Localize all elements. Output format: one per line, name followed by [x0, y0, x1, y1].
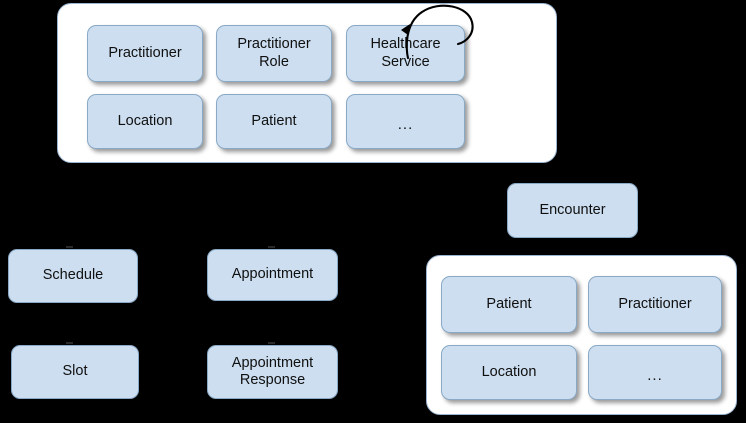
node-label: ... [397, 116, 414, 134]
node-encounter[interactable]: Encounter [507, 183, 638, 238]
node-patient[interactable]: Patient [216, 94, 332, 149]
connector-stub-appointment [268, 246, 275, 248]
connector-stub-schedule [66, 246, 73, 248]
node-label: Practitioner [108, 44, 182, 61]
node-more[interactable]: ... [346, 94, 465, 149]
node-healthcare-service[interactable]: Healthcare Service [346, 25, 465, 82]
node-encounter-patient[interactable]: Patient [441, 276, 577, 333]
node-appointment-response[interactable]: Appointment Response [207, 345, 338, 399]
node-label: Schedule [42, 267, 104, 284]
node-label: Slot [62, 363, 88, 380]
node-practitioner[interactable]: Practitioner [87, 25, 203, 82]
node-label: Appointment Response [231, 354, 314, 388]
node-label: Location [481, 363, 537, 380]
connector-stub-appointment-response [268, 342, 275, 344]
node-label: Encounter [539, 201, 606, 218]
edge-label-offered-in: offeredIn [484, 16, 541, 32]
node-label: Location [117, 112, 173, 129]
node-label: Patient [486, 295, 532, 312]
connector-stub-slot [66, 342, 73, 344]
offered-in-self-loop-arrow-icon [401, 4, 474, 60]
node-label: Healthcare Service [370, 36, 441, 70]
node-slot[interactable]: Slot [11, 345, 139, 399]
node-appointment[interactable]: Appointment [207, 249, 338, 301]
node-encounter-location[interactable]: Location [441, 345, 577, 400]
node-label: Practitioner Role [237, 36, 311, 70]
node-label: ... [647, 367, 663, 385]
node-schedule[interactable]: Schedule [8, 249, 138, 303]
node-label: Patient [251, 112, 297, 129]
node-label: Appointment [231, 266, 314, 283]
node-encounter-more[interactable]: ... [588, 345, 722, 400]
node-label: Practitioner [618, 295, 692, 312]
node-location[interactable]: Location [87, 94, 203, 149]
node-encounter-practitioner[interactable]: Practitioner [588, 276, 722, 333]
node-practitioner-role[interactable]: Practitioner Role [216, 25, 332, 82]
